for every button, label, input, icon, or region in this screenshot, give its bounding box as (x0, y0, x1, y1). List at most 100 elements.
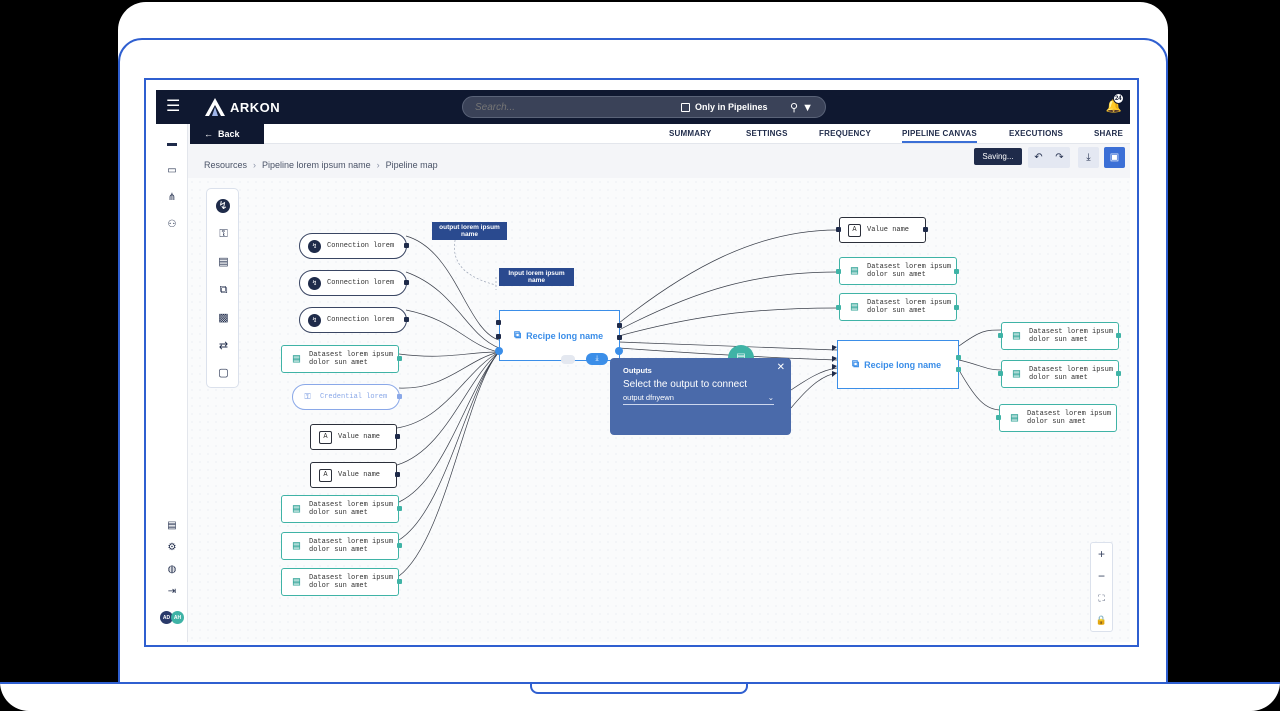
output-port[interactable] (923, 227, 928, 232)
breadcrumb-pipeline[interactable]: Pipeline lorem ipsum name (262, 160, 371, 170)
brand-logo[interactable]: ARKON (204, 97, 280, 117)
dataset-node[interactable]: ▤Datasest lorem ipsum dolor sun amet (281, 568, 399, 596)
avatar[interactable]: AH (171, 611, 184, 624)
input-port[interactable] (836, 305, 841, 310)
output-port[interactable] (954, 305, 959, 310)
value-node-icon[interactable]: ▢ (218, 367, 229, 379)
notifications-bell-icon[interactable]: 🔔24 (1106, 93, 1124, 114)
undo-icon[interactable]: ↶ (1034, 152, 1043, 163)
input-port[interactable] (998, 371, 1003, 376)
settings-icon[interactable]: ⚙ (167, 542, 177, 553)
dashboard-icon[interactable]: ▬ (167, 138, 177, 149)
input-port[interactable] (836, 227, 841, 232)
input-port[interactable] (836, 269, 841, 274)
input-port[interactable] (495, 347, 503, 355)
back-button[interactable]: ←Back (190, 124, 264, 144)
input-port[interactable] (496, 320, 501, 325)
close-icon[interactable]: ✕ (776, 362, 785, 373)
menu-icon[interactable]: ☰ (166, 98, 181, 115)
docs-icon[interactable]: ▤ (167, 520, 177, 531)
search-input[interactable] (475, 101, 665, 113)
search-bar[interactable]: Only in Pipelines ⚲▼ (462, 96, 826, 118)
node-options-button[interactable] (561, 355, 575, 364)
dataset-node[interactable]: ▤Datasest lorem ipsum dolor sun amet (1001, 322, 1119, 350)
output-port[interactable] (615, 347, 623, 355)
output-port[interactable] (397, 579, 402, 584)
redo-icon[interactable]: ↷ (1055, 152, 1064, 163)
output-port[interactable] (954, 269, 959, 274)
input-port[interactable] (998, 333, 1003, 338)
node-label: Connection lorem (327, 279, 395, 287)
connection-node-icon[interactable]: ↯ (216, 199, 230, 213)
node-label: Credential lorem (320, 393, 388, 401)
user-avatars: AD AH (160, 611, 184, 624)
dataset-node[interactable]: ▤Datasest lorem ipsum dolor sun amet (281, 495, 399, 523)
output-port[interactable] (1116, 333, 1121, 338)
save-button[interactable]: ▣ (1104, 147, 1125, 168)
output-port[interactable] (397, 394, 402, 399)
download-button[interactable]: ⤓ (1078, 147, 1099, 168)
output-port[interactable] (956, 367, 961, 372)
credential-node-icon[interactable]: ⚿ (219, 228, 228, 240)
tab-pipeline-canvas[interactable]: PIPELINE CANVAS (902, 129, 977, 143)
dataset-node[interactable]: ▤Datasest lorem ipsum dolor sun amet (839, 257, 957, 285)
transfer-node-icon[interactable]: ⇄ (218, 340, 229, 352)
output-port[interactable] (397, 543, 402, 548)
recipe-node-icon[interactable]: ⧉ (219, 284, 228, 296)
dataset-icon: ▤ (850, 300, 859, 314)
only-in-pipelines-checkbox[interactable] (681, 102, 690, 112)
recipe-icon: ⧉ (852, 359, 860, 370)
connection-node[interactable]: ↯Connection lorem (299, 233, 407, 259)
output-port[interactable] (1116, 371, 1121, 376)
connection-node[interactable]: ↯Connection lorem (299, 307, 407, 333)
zoom-out-button[interactable]: − (1097, 569, 1105, 583)
input-port[interactable] (996, 415, 1001, 420)
output-port[interactable] (404, 280, 409, 285)
tab-executions[interactable]: EXECUTIONS (1009, 129, 1064, 138)
dataset-node[interactable]: ▤Datasest lorem ipsum dolor sun amet (1001, 360, 1119, 388)
input-port[interactable] (496, 334, 501, 339)
dataset-node[interactable]: ▤Datasest lorem ipsum dolor sun amet (999, 404, 1117, 432)
output-port[interactable] (404, 317, 409, 322)
output-port[interactable] (397, 506, 402, 511)
tab-summary[interactable]: SUMMARY (669, 129, 712, 138)
output-port[interactable] (956, 355, 961, 360)
dataset-node[interactable]: ▤Datasest lorem ipsum dolor sun amet (281, 532, 399, 560)
output-select[interactable]: output dfnyewn ⌄ (623, 393, 774, 405)
lock-button[interactable]: 🔒 (1095, 614, 1108, 625)
output-port[interactable] (617, 323, 622, 328)
connection-node[interactable]: ↯Connection lorem (299, 270, 407, 296)
output-port[interactable] (395, 472, 400, 477)
globe-icon[interactable]: ◍ (167, 564, 177, 575)
tab-settings[interactable]: SETTINGS (746, 129, 788, 138)
tab-frequency[interactable]: FREQUENCY (819, 129, 872, 138)
recipe-node[interactable]: ⧉Recipe long name (499, 310, 620, 361)
folder-icon[interactable]: ▭ (167, 165, 177, 176)
recipe-node[interactable]: ⧉Recipe long name (837, 340, 959, 389)
pipeline-icon[interactable]: ⋔ (167, 192, 177, 203)
breadcrumb-resources[interactable]: Resources (204, 160, 248, 170)
logout-icon[interactable]: ⇥ (167, 586, 177, 597)
only-in-pipelines-toggle[interactable]: Only in Pipelines (681, 102, 768, 112)
output-port[interactable] (404, 243, 409, 248)
avatar[interactable]: AD (160, 611, 173, 624)
search-icon[interactable]: ⚲ (790, 102, 803, 114)
filter-icon[interactable]: ▼ (802, 102, 817, 114)
fit-view-button[interactable]: ⛶ (1098, 592, 1105, 603)
users-icon[interactable]: ⚇ (167, 219, 177, 230)
download-output-button[interactable]: ⤓ (586, 353, 608, 365)
dataset-node[interactable]: ▤Datasest lorem ipsum dolor sun amet (839, 293, 957, 321)
output-port[interactable] (395, 434, 400, 439)
credential-node[interactable]: ⚿Credential lorem (292, 384, 400, 410)
output-port[interactable] (617, 335, 622, 340)
dataset-node[interactable]: ▤Datasest lorem ipsum dolor sun amet (281, 345, 399, 373)
dataset-node-icon[interactable]: ▤ (218, 256, 229, 268)
zoom-in-button[interactable]: + (1097, 547, 1105, 561)
toolbox-node-icon[interactable]: ▩ (218, 312, 229, 324)
recipe-icon: ⧉ (514, 330, 522, 341)
output-port[interactable] (397, 356, 402, 361)
tab-share[interactable]: SHARE (1094, 129, 1124, 138)
